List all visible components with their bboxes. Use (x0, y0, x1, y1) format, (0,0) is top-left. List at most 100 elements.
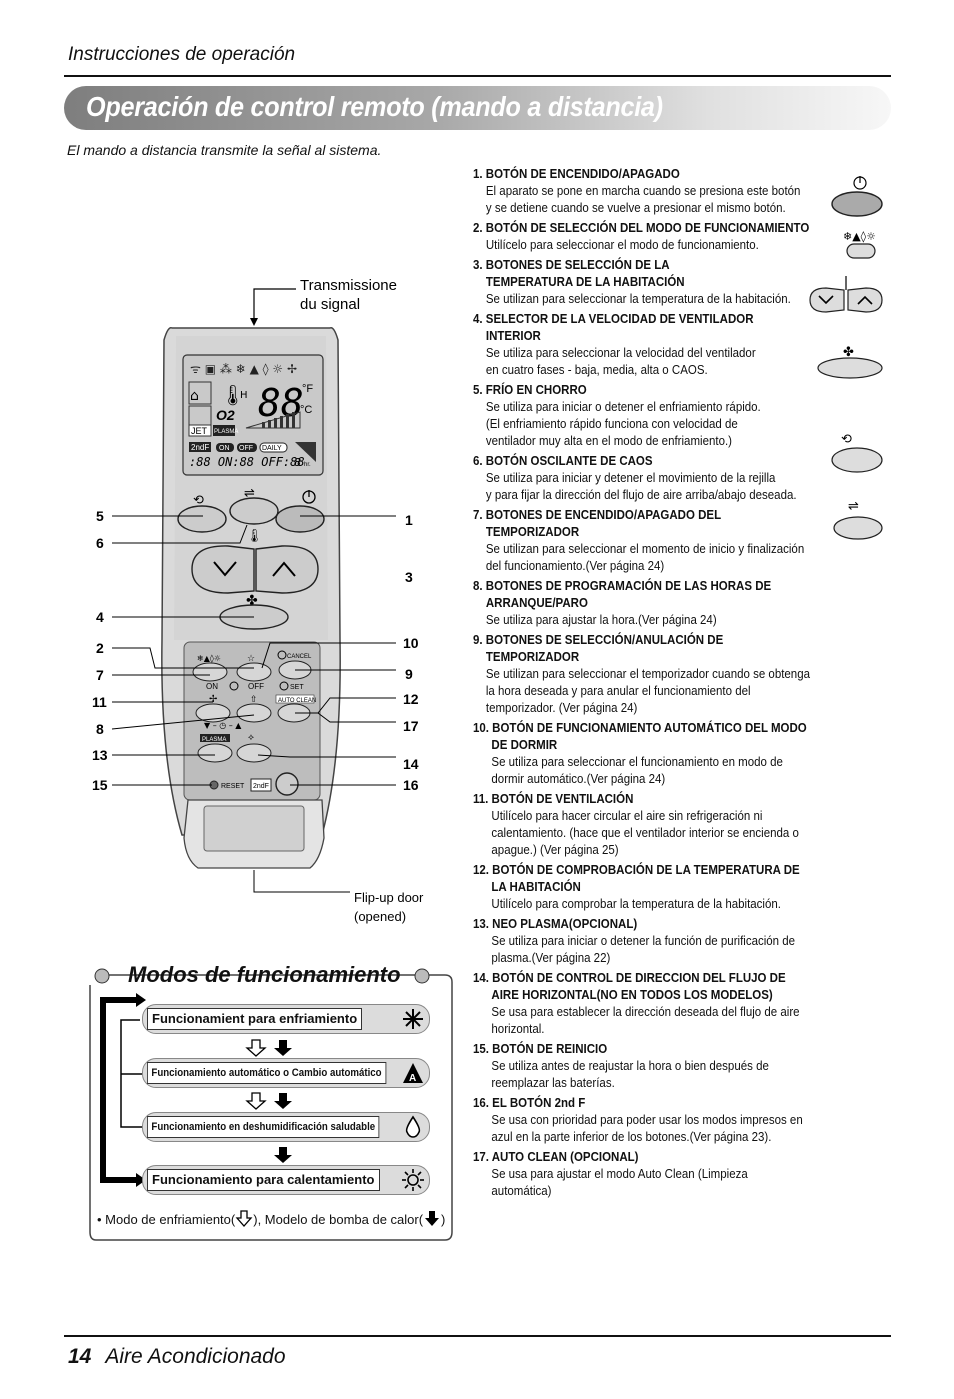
mode-auto: Funcionamiento automático o Cambio autom… (142, 1058, 430, 1088)
callout-9: 9 (405, 666, 413, 682)
footer-title: Aire Acondicionado (105, 1345, 286, 1368)
mode-heating-label: Funcionamiento para calentamiento (147, 1169, 380, 1191)
instruction-line: temporizador. (Ver página 24) (485, 701, 638, 715)
lcd-2ndf: 2ndF (191, 443, 209, 452)
instruction-title-cont: LA HABITACIÓN (491, 880, 581, 894)
instruction-line: Utilícelo para hacer circular el aire si… (491, 809, 763, 823)
instruction-item: 12. BOTÓN DE COMPROBACIÓN DE LA TEMPERAT… (473, 862, 833, 913)
modes-title: Modos de funcionamiento (128, 962, 401, 987)
modes-note-prefix: • Modo de enfriamiento( (97, 1212, 236, 1227)
instruction-line: del funcionamiento.(Ver página 24) (485, 559, 665, 573)
svg-text:8: 8 (294, 456, 301, 469)
instruction-line: Se utiliza para iniciar o detener la fun… (491, 934, 796, 948)
instruction-title: 13. NEO PLASMA(OPCIONAL) (473, 917, 638, 931)
instruction-line: en cuatro fases - baja, media, alta o CA… (485, 363, 708, 377)
auto-icon: A (403, 1063, 423, 1084)
instruction-line: Utilícelo para comprobar la temperatura … (491, 897, 781, 911)
intro-text: El mando a distancia transmite la señal … (67, 142, 382, 158)
svg-text:ᯤ ▣ ⁂ ❄ ▲ ◊ ☼ ✢: ᯤ ▣ ⁂ ❄ ▲ ◊ ☼ ✢ (190, 362, 297, 376)
instruction-item: 17. AUTO CLEAN (OPCIONAL)Se usa para aju… (473, 1149, 833, 1200)
instruction-title: 15. BOTÓN DE REINICIO (473, 1042, 608, 1056)
instruction-item: 4. SELECTOR DE LA VELOCIDAD DE VENTILADO… (473, 311, 833, 379)
solid-arrow-icon (425, 1211, 440, 1226)
remote-control-illustration: Transmissione du signal ᯤ ▣ ⁂ ❄ ▲ ◊ ☼ ✢ … (92, 277, 424, 924)
callout-12: 12 (403, 691, 419, 707)
callout-5: 5 (96, 508, 104, 524)
instruction-title: 9. BOTONES DE SELECCIÓN/ANULACIÓN DE (473, 633, 724, 647)
hollow-arrow-icon (235, 1210, 253, 1227)
page-title: Operación de control remoto (mando a dis… (86, 91, 663, 122)
lcd-c: °C (300, 404, 312, 416)
lcd-f: °F (302, 383, 313, 395)
svg-text:✤: ✤ (843, 345, 854, 360)
side-button-icons: ❄▲◊☼ ✤ ⟲ ⇌ (809, 176, 883, 540)
title-banner (64, 86, 891, 130)
instruction-title-cont: TEMPORIZADOR (485, 525, 580, 539)
panel-auto-clean: AUTO CLEAN (278, 698, 316, 704)
panel-2ndf: 2ndF (253, 783, 269, 790)
mode-heating: Funcionamiento para calentamiento (142, 1165, 430, 1195)
lcd-hr: hr. (304, 462, 311, 468)
instruction-item: 2. BOTÓN DE SELECCIÓN DEL MODO DE FUNCIO… (473, 220, 833, 254)
instruction-title: 14. BOTÓN DE CONTROL DE DIRECCION DEL FL… (473, 971, 786, 985)
mode-cooling-label: Funcionamient para enfriamiento (147, 1008, 363, 1030)
instruction-line: Se usa para establecer la dirección dese… (491, 1005, 800, 1019)
instruction-title-cont: ARRANQUE/PARO (485, 596, 588, 610)
panel-plasma: PLASMA (202, 737, 226, 743)
callout-15: 15 (92, 777, 108, 793)
mode-cooling: Funcionamient para enfriamiento (142, 1004, 430, 1034)
sun-icon (402, 1169, 424, 1191)
instruction-title-cont: DE DORMIR (491, 738, 558, 752)
callout-8: 8 (96, 721, 104, 737)
mode-dry: Funcionamiento en deshumidificación salu… (142, 1112, 430, 1142)
svg-text:⇌: ⇌ (848, 499, 859, 514)
instruction-line: (El enfriamiento rápido funciona con vel… (485, 417, 738, 431)
instruction-title-cont: AIRE HORIZONTAL(NO EN TODOS LOS MODELOS) (491, 988, 773, 1002)
instruction-line: Se utiliza para seleccionar el funcionam… (491, 755, 783, 769)
lcd-on: ON (219, 445, 230, 452)
instruction-item: 10. BOTÓN DE FUNCIONAMIENTO AUTOMÁTICO D… (473, 720, 833, 788)
instruction-title-cont: TEMPERATURA DE LA HABITACIÓN (485, 275, 685, 289)
svg-text:❄▲◊☼: ❄▲◊☼ (843, 230, 876, 243)
instruction-line: horizontal. (491, 1022, 545, 1036)
instruction-line: reemplazar las baterías. (491, 1076, 615, 1090)
modes-note: • Modo de enfriamiento( ), Modelo de bomb… (97, 1210, 445, 1228)
instruction-title: 8. BOTONES DE PROGRAMACIÓN DE LAS HORAS … (473, 579, 772, 593)
section-header: Instrucciones de operación (68, 44, 296, 65)
callout-6: 6 (96, 535, 104, 551)
instruction-item: 13. NEO PLASMA(OPCIONAL) Se utiliza para … (473, 916, 833, 967)
modes-note-mid: ), Modelo de bomba de calor( (253, 1212, 424, 1227)
instruction-item: 15. BOTÓN DE REINICIO Se utiliza antes de… (473, 1041, 833, 1092)
instruction-line: la hora deseada y para anular el funcion… (485, 684, 751, 698)
callout-17: 17 (403, 718, 419, 734)
instruction-line: y para fijar la dirección del flujo de a… (485, 488, 797, 502)
instruction-line: Se utilizan para seleccionar el temporiz… (485, 667, 811, 681)
instruction-line: ventilador muy alta en el modo de enfria… (485, 434, 732, 448)
svg-text:⇌: ⇌ (244, 486, 255, 501)
instruction-title: 10. BOTÓN DE FUNCIONAMIENTO AUTOMÁTICO D… (473, 721, 807, 735)
instruction-title: 16. EL BOTÓN 2nd F (473, 1096, 586, 1110)
instruction-line: calentamiento. (hace que el ventilador i… (491, 826, 799, 840)
callout-2: 2 (96, 640, 104, 656)
svg-text:❄▲◊☼: ❄▲◊☼ (197, 654, 221, 663)
instruction-title: 17. AUTO CLEAN (OPCIONAL) (473, 1150, 639, 1164)
instruction-title-cont: INTERIOR (485, 329, 541, 343)
modes-note-suffix: ) (441, 1212, 446, 1227)
snowflake-icon (403, 1009, 423, 1029)
instruction-line: Se utiliza para iniciar o detener el enf… (485, 400, 761, 414)
panel-reset: RESET (221, 783, 245, 790)
instruction-line: Se utiliza antes de reajustar la hora o … (491, 1059, 769, 1073)
instruction-line: azul en la parte inferior de los botones… (491, 1130, 772, 1144)
instruction-line: Se utiliza para iniciar y detener el mov… (485, 471, 776, 485)
svg-text:A: A (409, 1073, 416, 1084)
instruction-line: Utilícelo para seleccionar el modo de fu… (485, 238, 759, 252)
panel-set: SET (290, 684, 304, 691)
